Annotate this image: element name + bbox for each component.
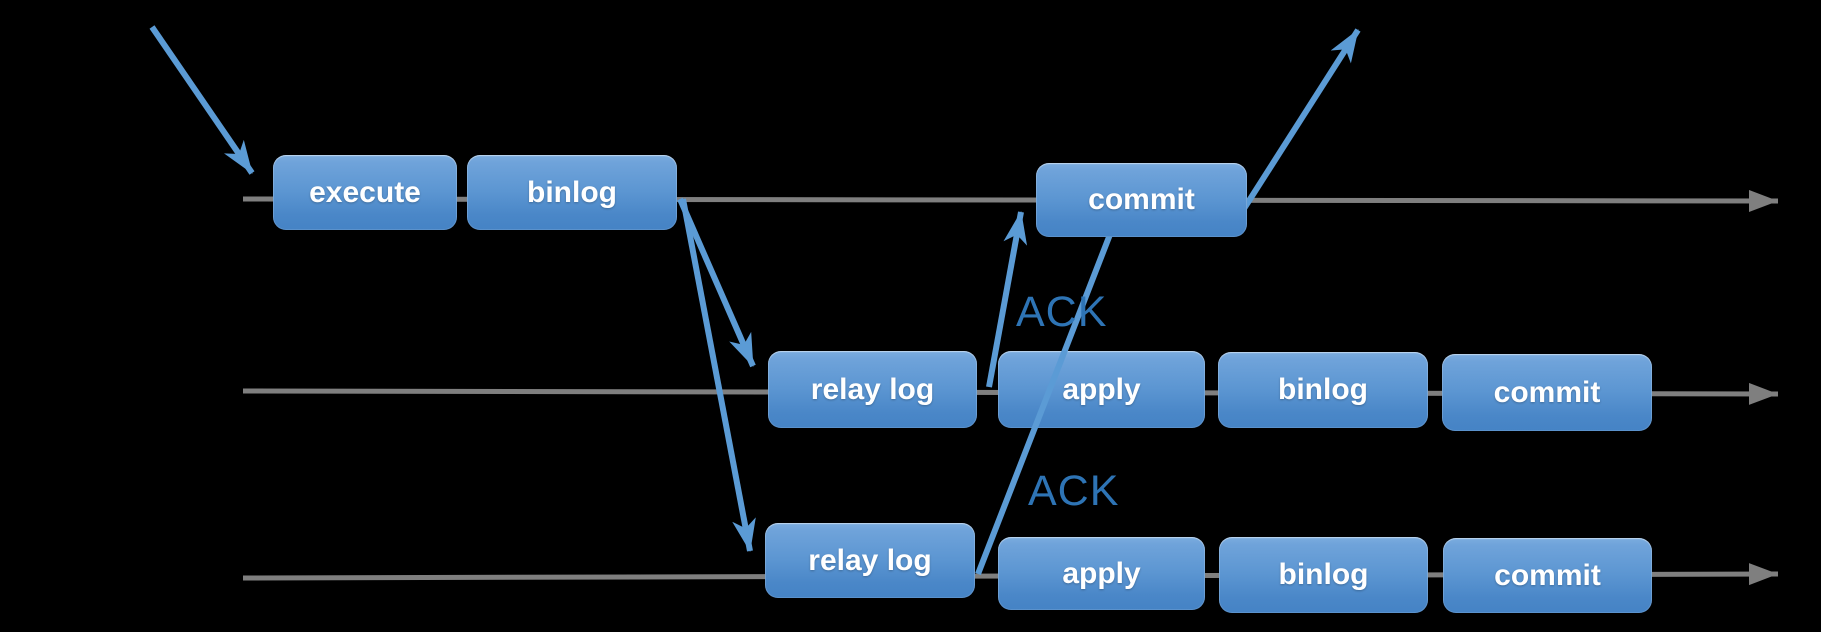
node-label: execute [309,175,421,209]
node-replica1-apply: apply [998,351,1205,428]
node-replica2-commit: commit [1443,538,1652,613]
node-label: binlog [527,175,617,209]
node-replica1-relay-log: relay log [768,351,977,428]
node-label: binlog [1278,558,1369,591]
node-label: apply [1062,556,1141,590]
node-master-commit: commit [1036,163,1247,237]
node-replica1-commit: commit [1442,354,1652,431]
node-master-binlog: binlog [467,155,677,230]
node-label: apply [1062,372,1141,406]
node-label: relay log [810,372,935,406]
node-replica2-relay-log: relay log [765,523,975,598]
node-replica1-binlog: binlog [1218,352,1428,428]
node-master-execute: execute [273,155,457,230]
node-label: binlog [1278,373,1368,406]
node-label: commit [1088,183,1195,216]
node-replica2-binlog: binlog [1219,537,1428,613]
node-label: relay log [808,543,932,577]
node-replica2-apply: apply [998,537,1205,610]
node-label: commit [1493,375,1601,409]
node-label: commit [1494,558,1601,592]
